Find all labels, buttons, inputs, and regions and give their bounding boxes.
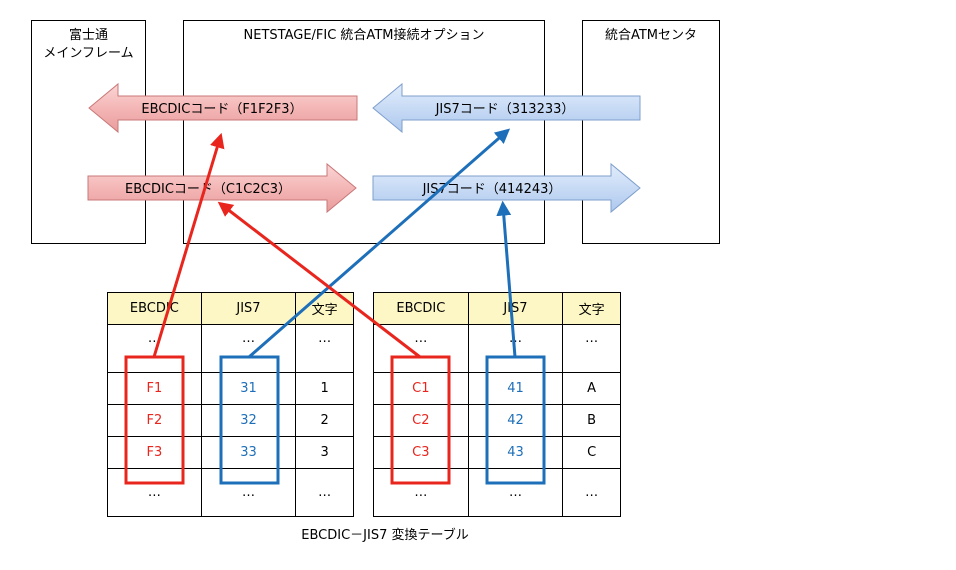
atm-center-box: 統合ATMセンタ (582, 20, 720, 244)
3x-to-jis-top-link (248, 128, 511, 359)
table-row: … … … (373, 324, 621, 373)
table-cell: B (562, 404, 621, 437)
mainframe-title: 富士通 メインフレーム (43, 28, 134, 61)
table-row: … … … (107, 468, 354, 517)
ebcdic-f-highlight (124, 355, 185, 485)
table-header-row: EBCDIC JIS7 文字 (107, 292, 354, 325)
ebcdic-bottom-label: EBCDICコード（C1C2C3） (125, 182, 291, 197)
header-jis7: JIS7 (200, 292, 297, 325)
table-cell: … (467, 468, 564, 517)
table-cell: … (200, 468, 297, 517)
netstage-title: NETSTAGE/FIC 統合ATM接続オプション (243, 28, 485, 43)
4x-to-jis-bottom-link (496, 200, 517, 358)
table-cell: … (295, 468, 354, 517)
table-cell: C (562, 436, 621, 469)
table-cell: … (373, 468, 469, 517)
conversion-table-left: EBCDIC JIS7 文字 … … … F1 31 1 F2 32 2 F3 … (107, 292, 354, 517)
table-row: C1 41 A (373, 372, 621, 405)
table-header-row: EBCDIC JIS7 文字 (373, 292, 621, 325)
jis-bottom-arrow (372, 162, 641, 214)
header-char: 文字 (562, 292, 621, 325)
mainframe-box: 富士通 メインフレーム (31, 20, 146, 244)
table-cell: 42 (467, 404, 564, 437)
table-cell: 32 (200, 404, 297, 437)
table-cell: … (562, 468, 621, 517)
f-to-ebcdic-top-link (152, 132, 225, 358)
jis-top-label: JIS7コード（313233） (435, 102, 575, 117)
table-row: … … … (373, 468, 621, 517)
table-row: … … … (107, 324, 354, 373)
jis-bottom-label: JIS7コード（414243） (422, 182, 562, 197)
atm-center-title: 統合ATMセンタ (604, 28, 698, 43)
table-cell: F1 (107, 372, 202, 405)
netstage-box: NETSTAGE/FIC 統合ATM接続オプション (183, 20, 545, 244)
jis-4x-highlight (485, 355, 546, 485)
ebcdic-top-arrow (88, 82, 358, 134)
table-cell: … (107, 324, 202, 373)
table-row: F3 33 3 (107, 436, 354, 469)
ebcdic-bottom-arrow (87, 162, 357, 214)
table-cell: … (107, 468, 202, 517)
c-to-ebcdic-bottom-link (217, 201, 421, 359)
table-cell: … (200, 324, 297, 373)
ebcdic-top-label: EBCDICコード（F1F2F3） (141, 102, 302, 117)
jis-top-arrow (372, 82, 641, 134)
table-cell: 31 (200, 372, 297, 405)
table-cell: 2 (295, 404, 354, 437)
header-ebcdic: EBCDIC (373, 292, 469, 325)
table-row: C2 42 B (373, 404, 621, 437)
table-caption: EBCDIC－JIS7 変換テーブル (301, 528, 469, 543)
ebcdic-c-highlight (390, 355, 451, 485)
table-row: F2 32 2 (107, 404, 354, 437)
jis-3x-highlight (219, 355, 280, 485)
conversion-table-right: EBCDIC JIS7 文字 … … … C1 41 A C2 42 B C3 … (373, 292, 621, 517)
table-row: F1 31 1 (107, 372, 354, 405)
table-cell: 43 (467, 436, 564, 469)
